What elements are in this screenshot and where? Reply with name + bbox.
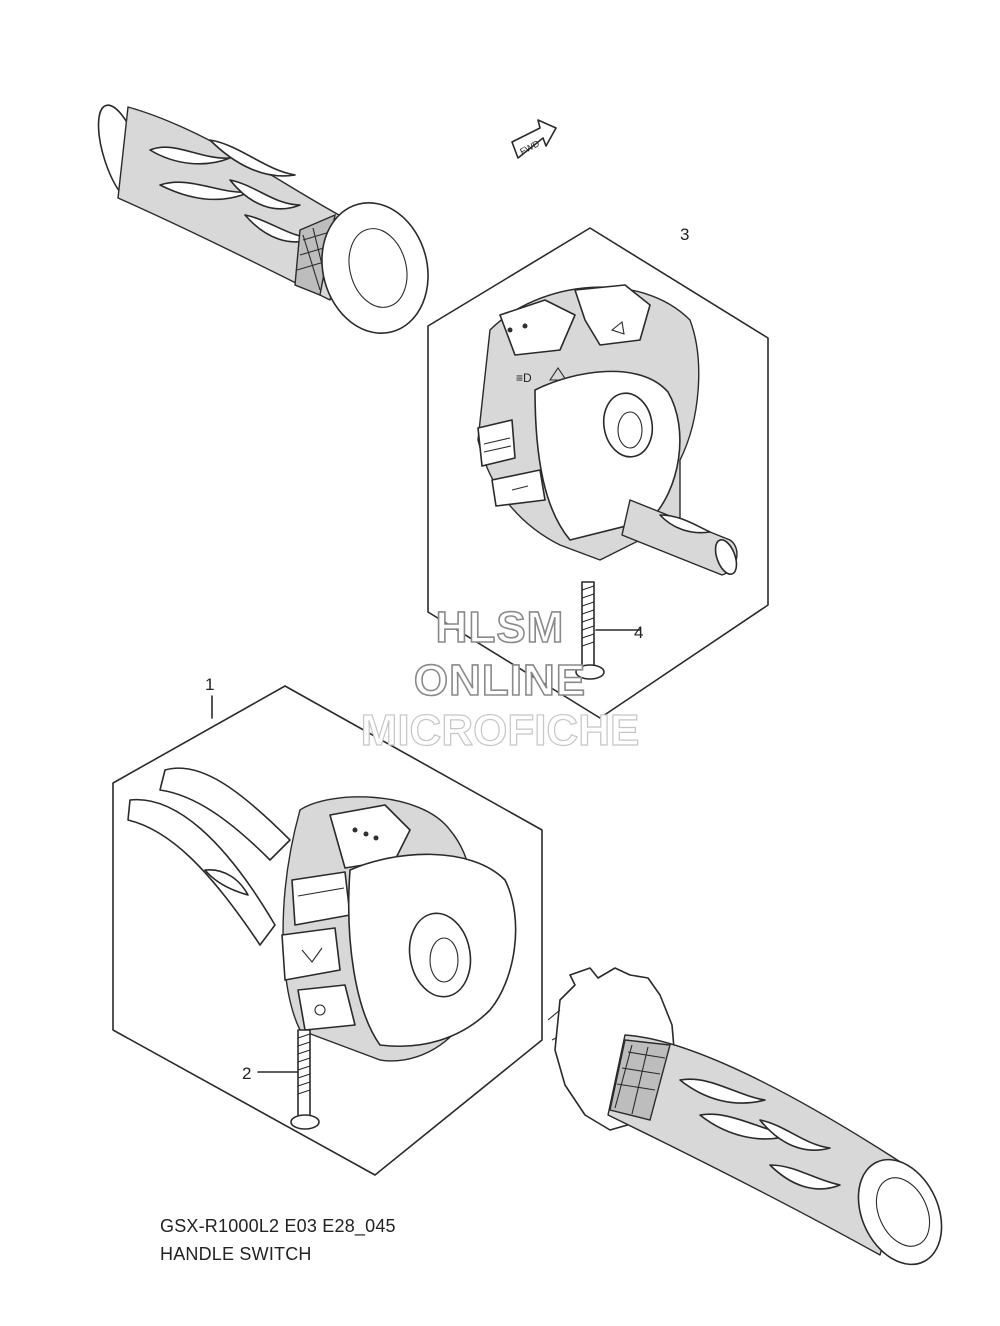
screw-2: 2 bbox=[242, 1029, 320, 1130]
right-switch-assembly-box: 3 bbox=[427, 225, 769, 719]
watermark-line-3: MICROFICHE bbox=[360, 705, 640, 755]
right-handle-switch: ≡D bbox=[477, 284, 738, 576]
svg-text:≡D: ≡D bbox=[516, 371, 532, 385]
callout-1: 1 bbox=[205, 675, 214, 694]
diagram-title: HANDLE SWITCH bbox=[160, 1244, 312, 1264]
throttle-grip bbox=[547, 967, 943, 1266]
left-switch-assembly-box: 1 bbox=[112, 675, 543, 1176]
left-handle-switch bbox=[127, 767, 517, 1062]
callout-4: 4 bbox=[634, 623, 643, 642]
screw-4: 4 bbox=[575, 581, 643, 680]
watermark-line-1: HLSM bbox=[435, 602, 565, 653]
left-handlebar-grip bbox=[97, 104, 429, 334]
diagram-model-code: GSX-R1000L2 E03 E28_045 bbox=[160, 1216, 396, 1236]
watermark-line-2: ONLINE bbox=[413, 655, 587, 706]
forward-direction-arrow: FWD bbox=[511, 119, 557, 159]
callout-3: 3 bbox=[680, 225, 689, 244]
callout-2: 2 bbox=[242, 1064, 251, 1083]
